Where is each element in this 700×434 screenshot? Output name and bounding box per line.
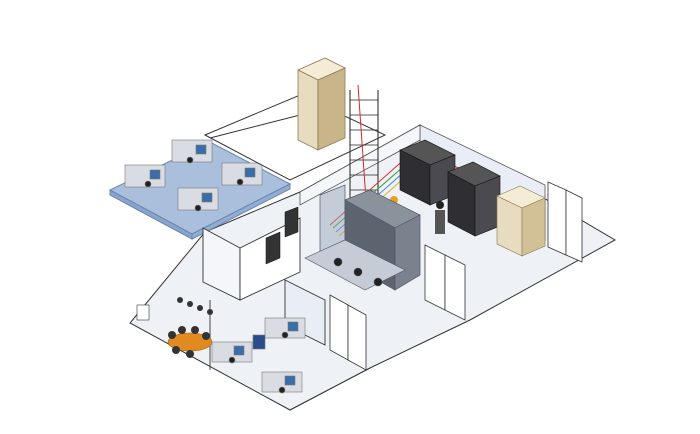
- server-tower: [297, 57, 346, 151]
- room-partitions: [202, 217, 371, 411]
- workstation: [211, 341, 253, 364]
- storage-panels: [329, 181, 583, 371]
- workstation: [171, 139, 213, 164]
- workstation: [177, 187, 219, 212]
- small-equipment: [265, 206, 299, 265]
- office-desks: [124, 139, 263, 212]
- ups-cabinet: [496, 185, 546, 257]
- operator-console: [304, 239, 406, 291]
- server-racks: [399, 139, 501, 237]
- cubicles: [211, 317, 306, 394]
- workstation: [221, 162, 263, 186]
- workstation: [124, 164, 166, 188]
- workstation: [261, 371, 303, 394]
- meeting-room: [136, 297, 213, 358]
- workstation: [264, 317, 306, 339]
